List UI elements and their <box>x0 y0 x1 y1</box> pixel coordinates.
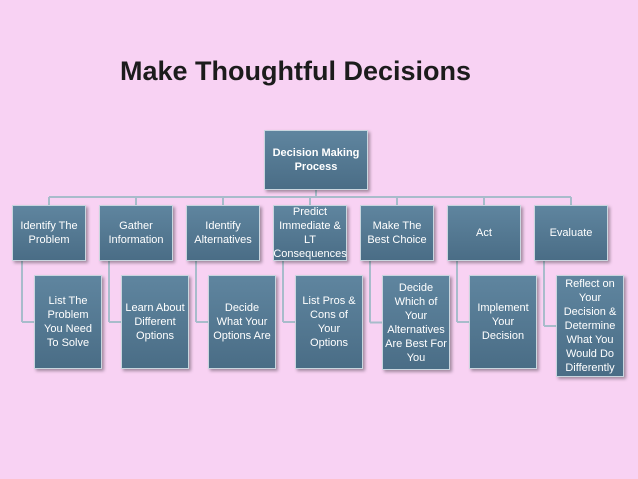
root-node: Decision Making Process <box>264 130 368 190</box>
detail-node: Decide What Your Options Are <box>208 275 276 369</box>
step-node: Make The Best Choice <box>360 205 434 261</box>
detail-node: Decide Which of Your Alternatives Are Be… <box>382 275 450 370</box>
detail-node: List Pros & Cons of Your Options <box>295 275 363 369</box>
detail-node: Learn About Different Options <box>121 275 189 369</box>
detail-node: Implement Your Decision <box>469 275 537 369</box>
step-node: Evaluate <box>534 205 608 261</box>
page-title: Make Thoughtful Decisions <box>120 56 472 86</box>
step-node: Identify Alternatives <box>186 205 260 261</box>
detail-node: Reflect on Your Decision & Determine Wha… <box>556 275 624 377</box>
step-node: Gather Information <box>99 205 173 261</box>
detail-node: List The Problem You Need To Solve <box>34 275 102 369</box>
step-node: Act <box>447 205 521 261</box>
step-node: Predict Immediate & LT Consequences <box>273 205 347 261</box>
step-node: Identify The Problem <box>12 205 86 261</box>
